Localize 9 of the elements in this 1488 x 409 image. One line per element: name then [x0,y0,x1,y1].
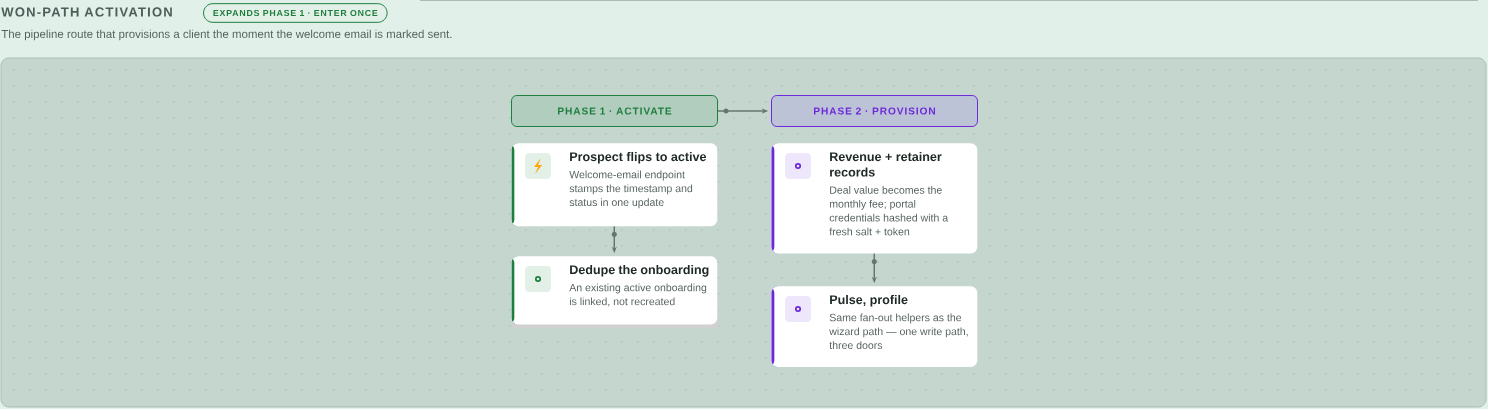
phase-header: PHASE 1 · ACTIVATE [511,95,718,127]
step-card: Pulse, profile Same fan-out helpers as the wizard path — one write path, three doors [771,286,978,368]
step-card: Dedupe the onboarding An existing active onboarding is linked, not recreated [511,256,718,325]
title: WON-PATH ACTIVATION [1,7,172,17]
badge: EXPANDS PHASE 1 · ENTER ONCE [203,3,388,23]
subtitle: The pipeline route that provisions a client the moment the welcome email is marked sent. [1,29,452,41]
step-card: Prospect flips to active Welcome-email endpoint stamps the timestamp and status in one update [511,143,718,227]
phase-header: PHASE 2 · PROVISION [771,95,978,127]
step-card: Revenue + retainer records Deal value becomes the monthly fee; portal credentials hashed with a fresh salt + token [771,143,978,254]
